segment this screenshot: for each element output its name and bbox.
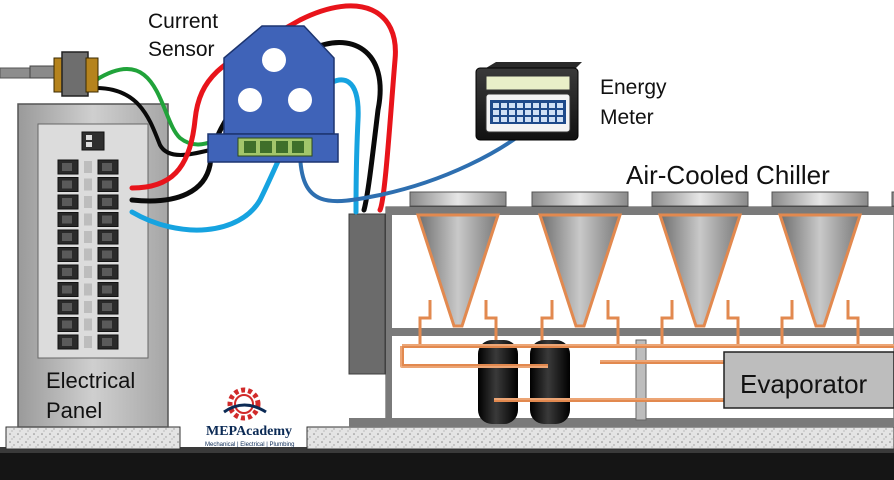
condenser-fan (651, 191, 749, 344)
breaker-row (57, 229, 119, 245)
meter-key (557, 103, 563, 108)
meter-key (517, 110, 523, 115)
breaker-row (57, 247, 119, 262)
service-conduit (0, 67, 35, 79)
condenser-fan (531, 191, 629, 344)
meter-key (509, 110, 515, 115)
meter-key (501, 117, 507, 122)
chiller-control-box (348, 213, 386, 375)
meter-wire (298, 133, 522, 204)
current-sensor-label-line2: Sensor (148, 38, 215, 61)
meter-key (501, 103, 507, 108)
panel-pad (5, 426, 181, 450)
meter-key (541, 110, 547, 115)
breaker-row (57, 212, 119, 227)
condenser-fan (891, 191, 894, 207)
meter-key (525, 117, 531, 122)
green-wire (94, 67, 220, 147)
meter-key (493, 110, 499, 115)
ground-slab (0, 452, 894, 480)
energy-meter-label: Energy Meter (600, 73, 667, 133)
chiller-pad (306, 426, 894, 450)
current-sensor-label-line1: Current (148, 10, 219, 33)
meter-key (549, 103, 555, 108)
meter-key (501, 110, 507, 115)
current-sensor-icon (207, 25, 339, 163)
energy-meter-label-line2: Meter (600, 106, 654, 129)
breaker-row (57, 317, 119, 332)
red-wire (129, 3, 398, 213)
panel-label-line2: Panel (46, 398, 103, 423)
meter-key (517, 103, 523, 108)
refrigerant-piping-highlight (400, 344, 894, 400)
meter-key (533, 117, 539, 122)
meter-key (493, 103, 499, 108)
meter-key (549, 117, 555, 122)
evaporator-vessel (723, 351, 894, 409)
energy-meter-icon (475, 62, 582, 141)
breaker-row (57, 264, 119, 280)
panel-label-line1: Electrical (46, 368, 136, 393)
energy-meter-label-line1: Energy (600, 76, 667, 99)
transformer-icon (29, 51, 99, 97)
meter-key (517, 117, 523, 122)
meter-key (525, 103, 531, 108)
meter-key (557, 117, 563, 122)
breaker-row (57, 299, 119, 315)
meter-key (493, 117, 499, 122)
breaker-row (57, 194, 119, 210)
breaker-row (57, 159, 119, 175)
gear-logo-icon (223, 387, 267, 421)
current-sensor-label: Current Sensor (148, 8, 218, 64)
meter-key (509, 117, 515, 122)
condenser-fan (771, 191, 869, 344)
meter-key (541, 103, 547, 108)
meter-key (509, 103, 515, 108)
chiller-frame (349, 206, 894, 428)
meter-key (533, 103, 539, 108)
condenser-fan (409, 191, 507, 344)
chiller-label: Air-Cooled Chiller (626, 160, 830, 190)
panel-label: Electrical Panel (46, 366, 135, 426)
ground-strip (0, 447, 894, 453)
compressors (478, 340, 570, 424)
electrical-panel (17, 103, 169, 428)
refrigerant-piping (400, 344, 894, 402)
meter-key (533, 110, 539, 115)
meter-key (525, 110, 531, 115)
meter-key (549, 110, 555, 115)
meter-key (541, 117, 547, 122)
breaker-row (57, 177, 119, 192)
evaporator-label: Evaporator (740, 369, 868, 399)
logo-title: MEPAcademy (206, 424, 293, 439)
logo-subtitle: Mechanical | Electrical | Plumbing (205, 442, 295, 448)
meter-key (557, 110, 563, 115)
breaker-row (57, 334, 119, 350)
breaker-row (57, 282, 119, 297)
